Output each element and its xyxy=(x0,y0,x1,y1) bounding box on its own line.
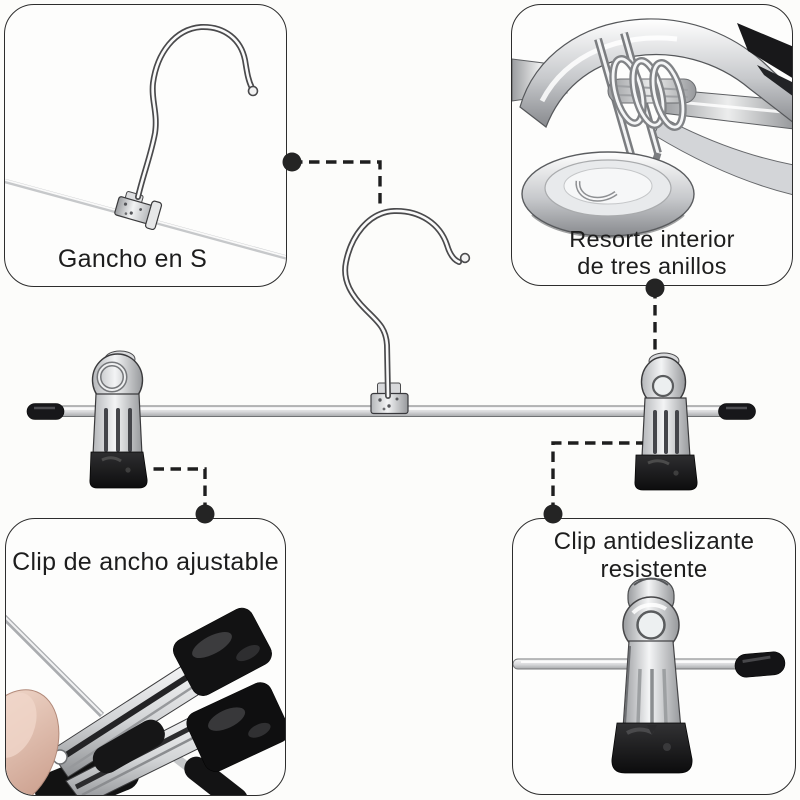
spring-closeup-photo xyxy=(512,18,792,239)
grip-clip-photo xyxy=(513,577,786,774)
rubber-boot xyxy=(611,722,693,774)
callout-label-adjustable-clip: Clip de ancho ajustable xyxy=(12,548,279,576)
hook-ferrule xyxy=(114,191,163,231)
left-clip-rubber-tip xyxy=(89,451,148,489)
spring-mechanism xyxy=(512,18,792,239)
hanger-bar xyxy=(26,403,756,420)
callout-label-grip-clip: Clip antideslizante resistente xyxy=(513,528,795,583)
adjustable-clip-photo xyxy=(6,607,285,795)
right-clip xyxy=(634,352,698,491)
bar-end-cap xyxy=(734,651,786,678)
upper-black-pad xyxy=(173,607,272,696)
grip-clip-front xyxy=(513,577,786,774)
callout-panel-adjustable-clip: Clip de ancho ajustable xyxy=(5,518,286,796)
hook-photo xyxy=(5,23,286,260)
s-hook-wire xyxy=(135,23,259,200)
hook-ferrule xyxy=(370,382,409,415)
three-ring-spring xyxy=(609,55,687,131)
connector-line-hook xyxy=(292,160,382,207)
s-hook xyxy=(342,207,471,399)
callout-panel-hook: Gancho en S xyxy=(4,4,287,287)
callout-label-spring-line2: de tres anillos xyxy=(577,252,727,279)
finger xyxy=(6,689,60,795)
callout-label-hook: Gancho en S xyxy=(57,245,208,273)
clip-dish xyxy=(521,151,695,239)
callout-label-grip-clip-line1: Clip antideslizante xyxy=(553,528,755,555)
left-clip xyxy=(89,350,148,489)
callout-panel-spring: Resorte interior de tres anillos xyxy=(511,4,793,286)
bar-left-cap xyxy=(26,403,65,420)
callout-label-spring: Resorte interior de tres anillos xyxy=(512,226,792,279)
callout-label-spring-line1: Resorte interior xyxy=(569,226,735,252)
right-clip-rubber-tip xyxy=(634,454,698,491)
lower-black-pad xyxy=(186,682,285,772)
connector-line-grip-clip xyxy=(551,441,643,513)
callout-panel-grip-clip: Clip antideslizante resistente xyxy=(512,518,796,795)
connector-line-adjustable-clip xyxy=(147,467,207,513)
bar-right-cap xyxy=(718,403,756,420)
callout-label-grip-clip-line2: resistente xyxy=(600,555,708,583)
clip-pinch-closeup xyxy=(6,607,285,795)
